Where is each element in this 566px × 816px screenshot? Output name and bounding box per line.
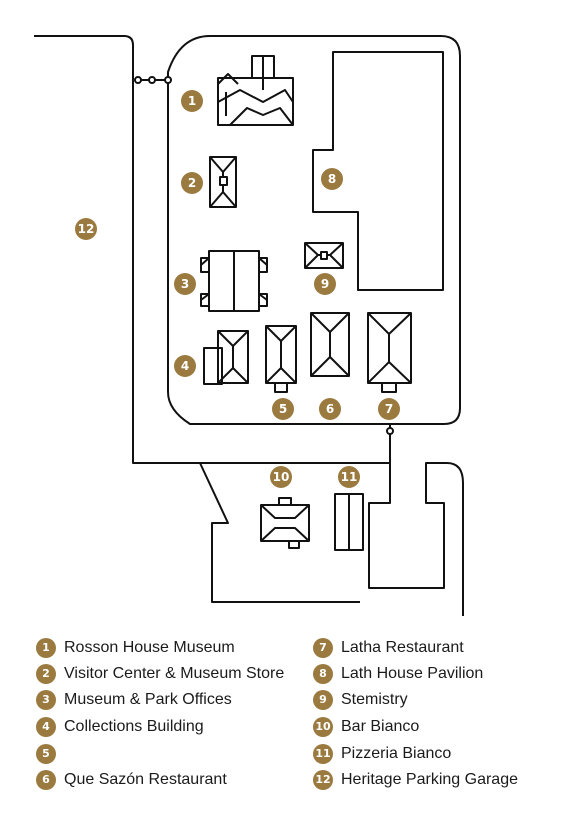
gate-node-north-3 bbox=[164, 76, 172, 84]
gate-node-north-1 bbox=[134, 76, 142, 84]
south-block-outline bbox=[199, 462, 360, 603]
gate-node-south bbox=[386, 427, 394, 435]
building-5 bbox=[265, 325, 297, 393]
legend-item-4[interactable]: 4 Collections Building bbox=[36, 715, 204, 739]
map-marker-5[interactable]: 5 bbox=[272, 398, 294, 420]
legend-badge: 8 bbox=[313, 664, 333, 684]
road-outline-west bbox=[34, 35, 391, 464]
legend-label: Que Sazón Restaurant bbox=[64, 771, 227, 788]
building-latha bbox=[367, 312, 412, 393]
legend-badge: 12 bbox=[313, 770, 333, 790]
building-bar-bianco bbox=[260, 497, 310, 549]
legend-item-3[interactable]: 3 Museum & Park Offices bbox=[36, 688, 232, 712]
legend-item-5[interactable]: 5 bbox=[36, 742, 64, 766]
building-park-offices bbox=[200, 250, 268, 312]
map-marker-6[interactable]: 6 bbox=[319, 398, 341, 420]
building-pizzeria-bianco bbox=[334, 493, 364, 551]
legend-label: Bar Bianco bbox=[341, 718, 420, 735]
legend-label: Stemistry bbox=[341, 691, 408, 708]
gate-node-north-2 bbox=[148, 76, 156, 84]
lath-house-pavilion-outline bbox=[312, 51, 444, 291]
legend-item-6[interactable]: 6 Que Sazón Restaurant bbox=[36, 768, 227, 792]
legend-badge: 6 bbox=[36, 770, 56, 790]
building-collections bbox=[203, 330, 249, 385]
legend-badge: 10 bbox=[313, 717, 333, 737]
building-rosson-house bbox=[217, 55, 294, 126]
map-marker-11[interactable]: 11 bbox=[338, 466, 360, 488]
legend-label: Museum & Park Offices bbox=[64, 691, 232, 708]
map-marker-2[interactable]: 2 bbox=[181, 172, 203, 194]
legend-badge: 1 bbox=[36, 638, 56, 658]
map-marker-9[interactable]: 9 bbox=[314, 273, 336, 295]
legend-item-1[interactable]: 1 Rosson House Museum bbox=[36, 636, 235, 660]
legend-badge: 2 bbox=[36, 664, 56, 684]
legend-item-7[interactable]: 7 Latha Restaurant bbox=[313, 636, 464, 660]
legend-item-8[interactable]: 8 Lath House Pavilion bbox=[313, 662, 483, 686]
legend-badge: 4 bbox=[36, 717, 56, 737]
legend-label: Collections Building bbox=[64, 718, 204, 735]
legend-badge: 11 bbox=[313, 744, 333, 764]
map-marker-12[interactable]: 12 bbox=[75, 218, 97, 240]
south-east-block-outline bbox=[368, 462, 464, 616]
map-marker-4[interactable]: 4 bbox=[174, 355, 196, 377]
map-marker-10[interactable]: 10 bbox=[270, 466, 292, 488]
map-marker-1[interactable]: 1 bbox=[181, 90, 203, 112]
legend-label: Heritage Parking Garage bbox=[341, 771, 518, 788]
legend-item-12[interactable]: 12 Heritage Parking Garage bbox=[313, 768, 518, 792]
site-map bbox=[34, 35, 464, 616]
building-que-sazon bbox=[310, 312, 350, 377]
legend-badge: 3 bbox=[36, 690, 56, 710]
legend-label: Lath House Pavilion bbox=[341, 665, 484, 682]
map-marker-7[interactable]: 7 bbox=[378, 398, 400, 420]
park-block-outline bbox=[167, 35, 461, 425]
legend-item-9[interactable]: 9 Stemistry bbox=[313, 688, 408, 712]
building-stemistry bbox=[304, 242, 344, 269]
legend-item-11[interactable]: 11 Pizzeria Bianco bbox=[313, 742, 451, 766]
legend-item-10[interactable]: 10 Bar Bianco bbox=[313, 715, 419, 739]
legend-item-2[interactable]: 2 Visitor Center & Museum Store bbox=[36, 662, 284, 686]
legend-badge: 5 bbox=[36, 744, 56, 764]
map-marker-8[interactable]: 8 bbox=[321, 168, 343, 190]
legend-label: Latha Restaurant bbox=[341, 639, 464, 656]
legend-label: Pizzeria Bianco bbox=[341, 745, 452, 762]
legend-label: Rosson House Museum bbox=[64, 639, 235, 656]
legend-label: Visitor Center & Museum Store bbox=[64, 665, 285, 682]
building-visitor-center bbox=[209, 156, 237, 208]
legend-badge: 9 bbox=[313, 690, 333, 710]
map-marker-3[interactable]: 3 bbox=[174, 273, 196, 295]
legend-badge: 7 bbox=[313, 638, 333, 658]
